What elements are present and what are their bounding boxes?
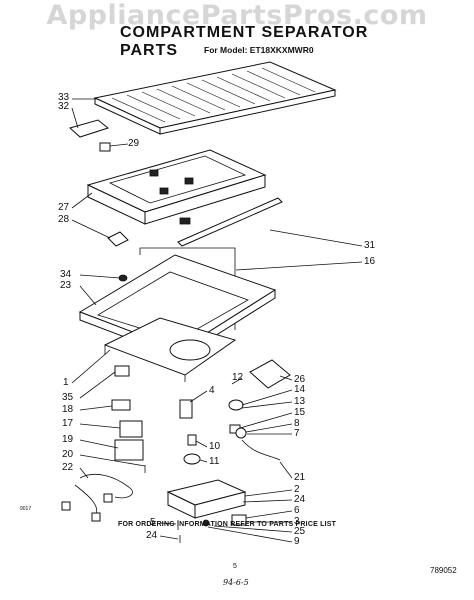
thermostat bbox=[119, 420, 143, 438]
pad-part bbox=[107, 231, 129, 247]
handwritten-date: 94-6-5 bbox=[223, 578, 249, 587]
callout-24-left: 24 bbox=[146, 530, 158, 541]
callout-32: 32 bbox=[58, 101, 70, 112]
callout-20: 20 bbox=[62, 449, 74, 460]
callout-8: 8 bbox=[294, 418, 300, 429]
washer-11 bbox=[183, 453, 201, 465]
grille-cover bbox=[93, 61, 337, 135]
callout-7: 7 bbox=[294, 428, 300, 439]
control-housing bbox=[114, 439, 144, 461]
callout-28: 28 bbox=[58, 214, 70, 225]
callout-25: 25 bbox=[294, 526, 306, 537]
callout-11: 11 bbox=[209, 456, 220, 467]
clip-part bbox=[99, 142, 111, 152]
callout-27: 27 bbox=[58, 202, 70, 213]
grommet-8 bbox=[235, 427, 247, 439]
callout-17: 17 bbox=[62, 418, 74, 429]
small-plate bbox=[68, 119, 110, 138]
callout-15: 15 bbox=[294, 407, 306, 418]
model-line: For Model: ET18XKXMWR0 bbox=[204, 45, 314, 55]
callout-13: 13 bbox=[294, 396, 306, 407]
callout-33: 33 bbox=[58, 92, 70, 103]
callout-24-right: 24 bbox=[294, 494, 306, 505]
watermark: AppliancePartsPros.com bbox=[46, 0, 428, 31]
callout-35: 35 bbox=[62, 392, 74, 403]
callout-14: 14 bbox=[294, 384, 306, 395]
callout-5: 5 bbox=[150, 517, 156, 528]
callout-2: 2 bbox=[294, 484, 300, 495]
seal-strip bbox=[177, 197, 283, 247]
callout-10: 10 bbox=[209, 441, 221, 452]
callout-34: 34 bbox=[60, 269, 72, 280]
callout-16: 16 bbox=[364, 256, 376, 267]
wire-harness-lower bbox=[61, 474, 133, 522]
page-title: COMPARTMENT SEPARATOR PARTS bbox=[120, 24, 369, 59]
ordering-note: FOR ORDERING INFORMATION REFER TO PARTS … bbox=[118, 521, 337, 528]
wire-21 bbox=[241, 439, 281, 461]
bracket-35 bbox=[114, 365, 130, 377]
screw-34 bbox=[118, 274, 128, 282]
callout-1: 1 bbox=[63, 377, 69, 388]
figure-code: 9017 bbox=[20, 506, 32, 512]
base-housing bbox=[166, 479, 247, 519]
callout-26: 26 bbox=[294, 374, 306, 385]
callout-19: 19 bbox=[62, 434, 74, 445]
part-6 bbox=[231, 514, 247, 526]
callout-9: 9 bbox=[294, 536, 300, 547]
callout-6: 6 bbox=[294, 505, 300, 516]
callout-3: 3 bbox=[294, 516, 300, 527]
document-number: 789052 bbox=[430, 566, 457, 575]
callout-31: 31 bbox=[364, 240, 376, 251]
page-number: 5 bbox=[233, 563, 237, 570]
separator-frame bbox=[86, 149, 267, 225]
callout-4: 4 bbox=[209, 385, 215, 396]
callout-21: 21 bbox=[294, 472, 306, 483]
callout-29: 29 bbox=[128, 138, 140, 149]
callout-18: 18 bbox=[62, 404, 74, 415]
cover-piece bbox=[249, 359, 291, 389]
callout-22: 22 bbox=[62, 462, 74, 473]
callout-12: 12 bbox=[232, 372, 244, 383]
part-18 bbox=[111, 399, 131, 411]
grommet-9 bbox=[202, 519, 210, 527]
duct-housing bbox=[103, 317, 237, 382]
part-10 bbox=[187, 434, 197, 446]
callout-23: 23 bbox=[60, 280, 72, 291]
knob-14 bbox=[228, 399, 244, 411]
damper-4 bbox=[179, 399, 193, 419]
leader-lines bbox=[71, 98, 363, 543]
